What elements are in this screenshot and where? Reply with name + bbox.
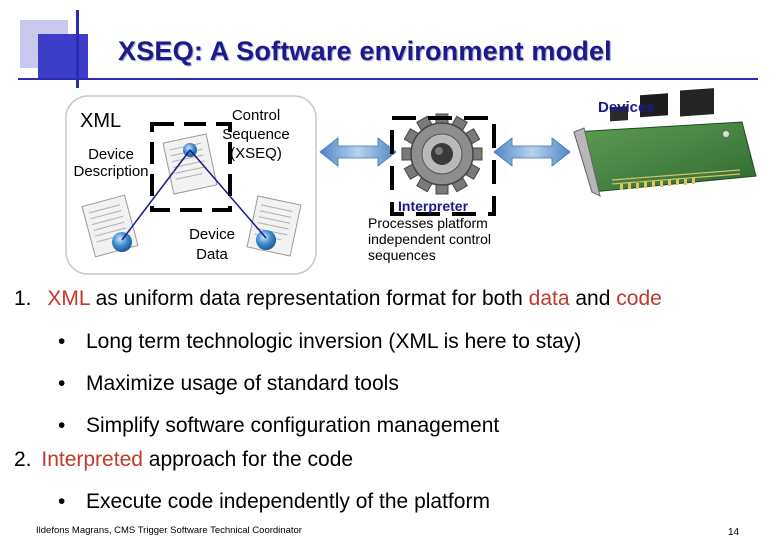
double-arrow-right [493,137,571,167]
item-text: as uniform data representation format fo… [89,287,529,310]
control-sequence-label: Control Sequence (XSEQ) [222,107,290,162]
item-number: 1. [14,287,32,310]
bullet-dot: • [58,490,66,513]
bullet-dot: • [58,330,66,353]
sub-bullet-3: • Simplify software configuration manage… [58,414,499,438]
xseq-diagram [65,88,757,275]
xml-label: XML [80,110,122,132]
devices-label: Devices [598,99,655,116]
item-text-and: and [569,287,617,310]
sub-bullet-1: • Long term technologic inversion (XML i… [58,330,581,354]
page-number: 14 [728,527,740,538]
pcb-card-icon [573,88,757,197]
device-description-label: Device Description [73,146,149,180]
sub-bullet-4: • Execute code independently of the plat… [58,490,490,514]
bullet-text: Maximize usage of standard tools [86,372,399,395]
bullet-text: Execute code independently of the platfo… [86,490,490,513]
highlight-data: data [528,287,570,310]
footer-credit: Ildefons Magrans, CMS Trigger Software T… [36,525,302,536]
gear-icon [401,113,483,195]
interpreter-description: Processes platform independent control s… [368,215,491,263]
title-underline [18,78,758,80]
document-icon-data-right [246,195,302,257]
bullet-text: Long term technologic inversion (XML is … [86,330,582,353]
item-text: approach for the code [142,448,354,471]
link-line-left [121,149,191,241]
sub-bullet-2: • Maximize usage of standard tools [58,372,399,396]
highlight-code: code [616,287,662,310]
highlight-interpreted: Interpreted [41,448,143,471]
decorative-vertical-line [76,10,79,88]
bullet-dot: • [58,414,66,437]
decorative-square-dark [38,34,88,80]
document-icon-data-left [81,194,139,258]
slide-title: XSEQ: A Software environment model [118,36,612,66]
highlight-xml: XML [47,287,90,310]
interpreter-label: Interpreter [398,198,469,214]
double-arrow-left [319,137,397,167]
bullet-text: Simplify software configuration manageme… [86,414,500,437]
item-number: 2. [14,448,32,471]
list-item-2: 2. Interpreted approach for the code [14,448,353,472]
bullet-dot: • [58,372,66,395]
list-item-1: 1. XML as uniform data representation fo… [14,287,662,311]
device-data-label: Device Data [189,226,235,263]
selection-box-interpreter [390,116,496,216]
selection-box-xseq [150,122,232,212]
